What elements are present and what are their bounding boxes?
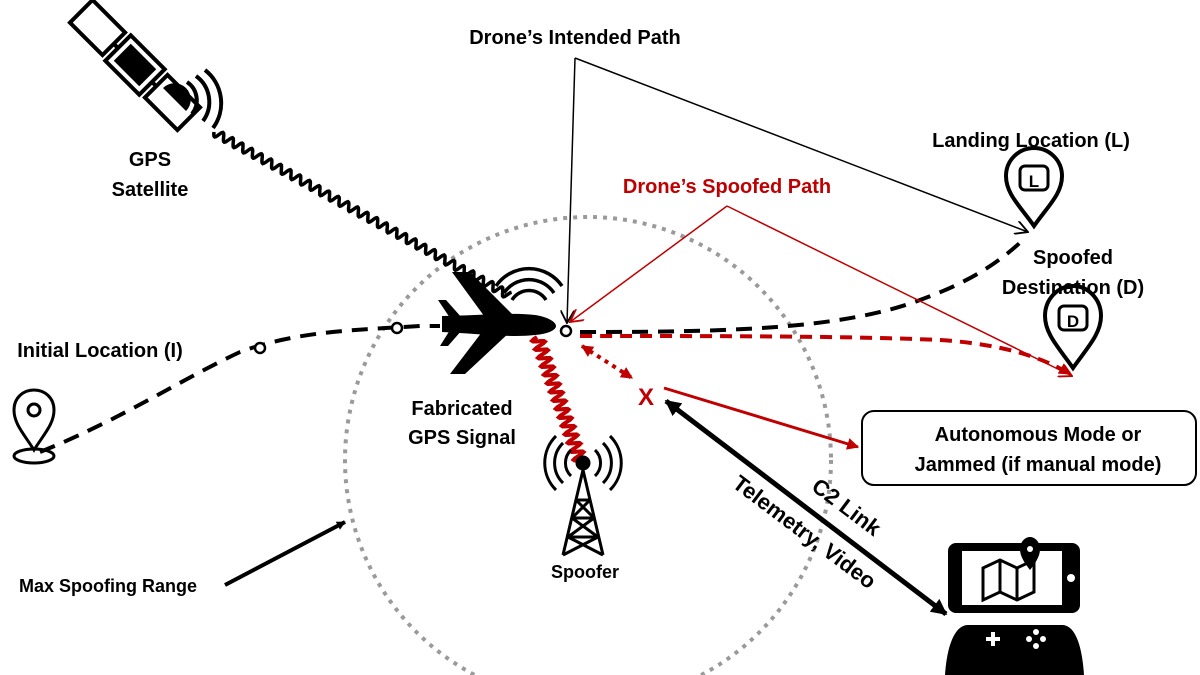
ground-controller-icon xyxy=(945,537,1084,675)
fabricated-signal-label-2: GPS Signal xyxy=(408,427,516,449)
destination-marker-letter: D xyxy=(1067,312,1079,331)
spoofer-tower-icon xyxy=(543,434,623,557)
fabricated-signal-label: Fabricated xyxy=(411,398,512,420)
landing-marker-letter: L xyxy=(1029,172,1039,191)
satellite-icon xyxy=(67,0,203,133)
max-range-arrow xyxy=(224,520,346,587)
spoofed-path-line xyxy=(579,334,1072,376)
max-spoofing-range-label: Max Spoofing Range xyxy=(19,576,197,596)
telemetry-video-label: Telemetry, Video xyxy=(728,470,881,594)
spoofed-destination-label: Spoofed xyxy=(1033,247,1113,269)
jam-marker: X xyxy=(638,384,654,411)
autonomous-mode-label: Autonomous Mode or xyxy=(935,424,1142,446)
c2-link-arrow xyxy=(664,399,948,616)
location-pin-icon xyxy=(12,388,56,465)
initial-location-label: Initial Location (I) xyxy=(17,340,183,362)
intended-path-callout xyxy=(567,57,1028,323)
location-pin-icon xyxy=(1042,283,1104,372)
drone-icon xyxy=(438,272,556,374)
spoofed-path-label: Drone’s Spoofed Path xyxy=(623,176,831,198)
intended-path-label: Drone’s Intended Path xyxy=(469,27,681,49)
gps-signal-wave xyxy=(212,130,513,299)
autonomous-mode-label-2: Jammed (if manual mode) xyxy=(915,454,1162,476)
landing-location-label: Landing Location (L) xyxy=(932,130,1130,152)
waypoint xyxy=(559,324,573,338)
waypoint xyxy=(390,321,404,335)
ground-label: Ground xyxy=(968,664,1047,675)
autonomous-mode-box xyxy=(861,410,1197,486)
intended-path-line xyxy=(39,324,440,454)
gps-satellite-label: GPS xyxy=(129,149,171,171)
spoofed-destination-label-2: Destination (D) xyxy=(1002,277,1144,299)
drone-signal-arcs xyxy=(494,266,564,302)
spoofed-path-callout xyxy=(570,205,1072,376)
intended-path-line-east xyxy=(579,236,1027,334)
gps-satellite-label-2: Satellite xyxy=(112,179,189,201)
satellite-signal-arcs xyxy=(185,68,224,130)
spoofer-label: Spoofer xyxy=(551,562,619,582)
jam-link-arrow xyxy=(580,344,634,380)
waypoint xyxy=(253,341,267,355)
fabricated-signal-wave xyxy=(529,335,588,463)
satellite-dish-icon xyxy=(163,83,191,111)
location-pin-icon xyxy=(1003,145,1065,230)
